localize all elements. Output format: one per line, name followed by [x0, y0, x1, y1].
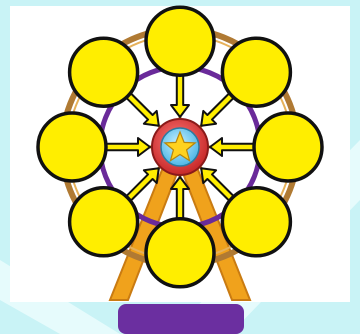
node-left [38, 113, 106, 181]
node-top [146, 7, 214, 75]
node-bottom-left [70, 188, 138, 256]
arrow-node-right [210, 138, 256, 156]
node-bubble [222, 188, 290, 256]
node-top-left [70, 38, 138, 106]
node-bottom [146, 219, 214, 287]
node-bubble [222, 38, 290, 106]
arrow-node-bottom [171, 177, 189, 223]
node-bubble [38, 113, 106, 181]
node-bubble [146, 219, 214, 287]
arrow-node-left [104, 138, 150, 156]
node-top-right [222, 38, 290, 106]
hub [152, 119, 208, 175]
node-bottom-right [222, 188, 290, 256]
node-bubble [70, 38, 138, 106]
node-bubble [254, 113, 322, 181]
node-bubble [70, 188, 138, 256]
node-bubble [146, 7, 214, 75]
arrow-node-top [171, 71, 189, 117]
node-right [254, 113, 322, 181]
